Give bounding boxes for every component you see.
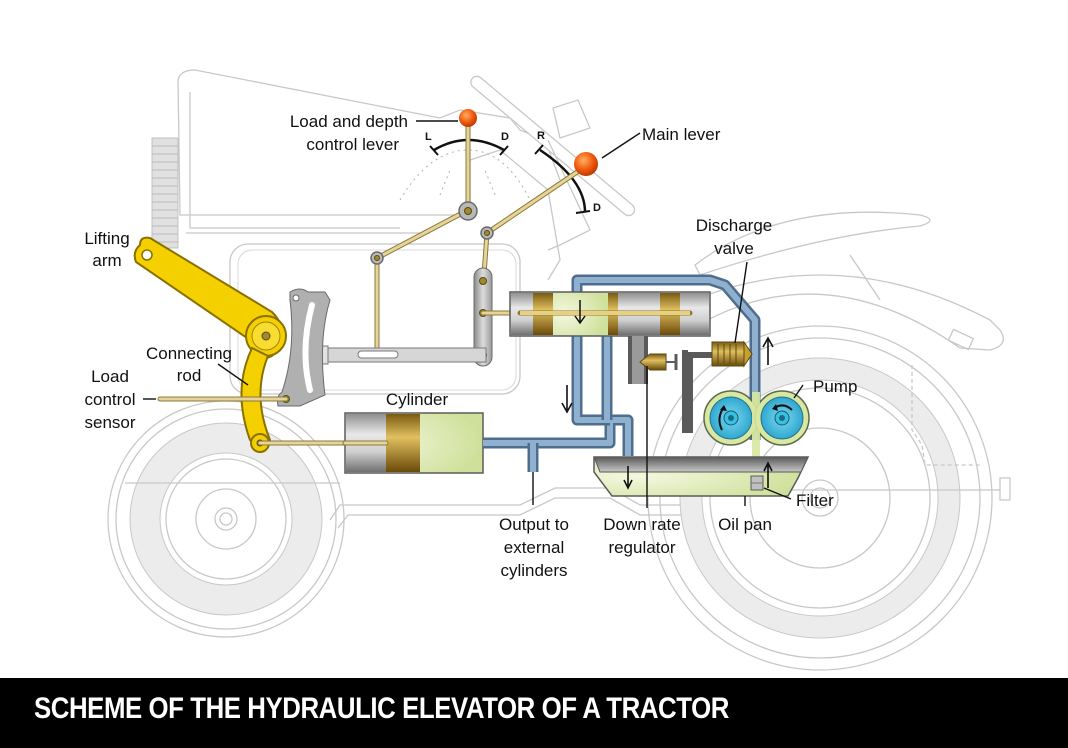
control-linkage (277, 267, 515, 407)
lever-mark-main-d: D (593, 202, 601, 214)
pump[interactable] (703, 390, 810, 462)
label-output-external-3: cylinders (500, 561, 567, 580)
label-load-depth-lever-2: control lever (306, 135, 399, 154)
down-rate-regulator[interactable] (628, 336, 678, 384)
label-load-control-sensor-3: sensor (84, 413, 135, 432)
hydraulic-elevator-diagram: L D R D (84, 69, 1011, 671)
title-bar: SCHEME OF THE HYDRAULIC ELEVATOR OF A TR… (0, 678, 1068, 748)
label-output-external-1: Output to (499, 515, 569, 534)
filter (750, 475, 764, 491)
label-load-depth-lever-1: Load and depth (290, 112, 408, 131)
label-lifting-arm-1: Lifting (84, 229, 129, 248)
label-filter: Filter (796, 491, 834, 510)
oil-pan[interactable] (593, 456, 810, 497)
radiator-grille (151, 137, 179, 249)
label-down-rate-regulator-2: regulator (608, 538, 675, 557)
label-connecting-rod-2: rod (177, 366, 202, 385)
front-wheel (107, 400, 345, 638)
discharge-valve[interactable] (682, 340, 753, 433)
diagram-title: SCHEME OF THE HYDRAULIC ELEVATOR OF A TR… (34, 692, 729, 725)
label-main-lever: Main lever (642, 125, 721, 144)
label-cylinder: Cylinder (386, 390, 449, 409)
label-down-rate-regulator-1: Down rate (603, 515, 680, 534)
load-depth-lever-knob[interactable] (459, 109, 477, 127)
rear-fender (649, 211, 1004, 351)
label-lifting-arm-2: arm (92, 251, 121, 270)
steering-wheel (470, 75, 636, 251)
lever-mark-d: D (501, 131, 509, 143)
label-discharge-valve-1: Discharge (696, 216, 773, 235)
flow-arrow-down (561, 385, 573, 414)
lever-mark-r: R (537, 130, 545, 142)
label-load-control-sensor-1: Load (91, 367, 129, 386)
lifting-arm[interactable] (133, 236, 287, 360)
control-valve[interactable] (509, 291, 711, 337)
label-load-control-sensor-2: control (84, 390, 135, 409)
label-discharge-valve-2: valve (714, 239, 754, 258)
main-lever-knob[interactable] (574, 152, 598, 176)
leader-lines (143, 120, 804, 508)
lever-linkage (374, 119, 589, 358)
label-pump: Pump (813, 377, 857, 396)
lift-cylinder[interactable] (342, 412, 484, 474)
lever-mark-l: L (425, 131, 432, 143)
label-output-external-2: external (504, 538, 564, 557)
hydraulic-pipes (483, 274, 761, 472)
label-oil-pan: Oil pan (718, 515, 772, 534)
flow-arrow-up (762, 336, 774, 365)
label-connecting-rod-1: Connecting (146, 344, 232, 363)
